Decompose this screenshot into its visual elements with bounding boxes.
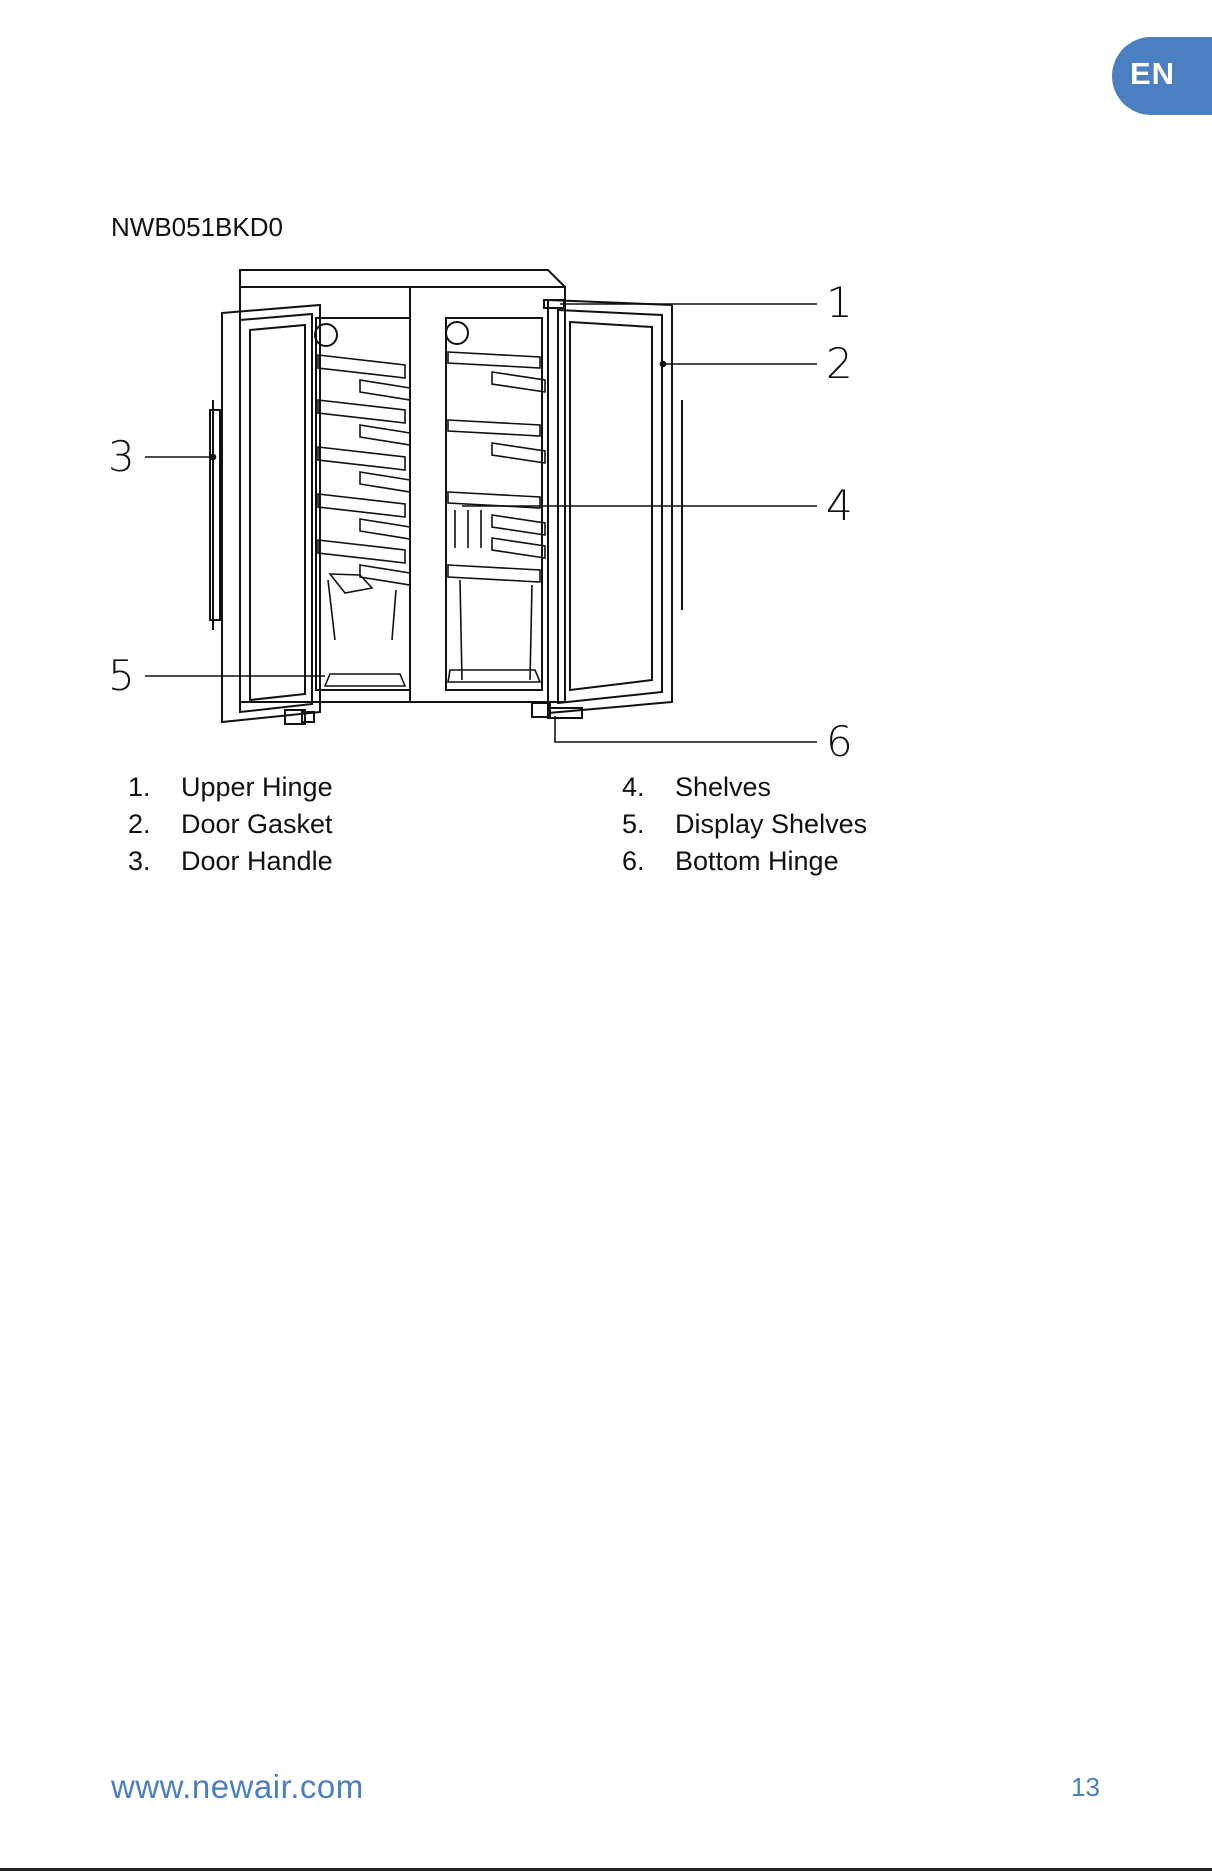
legend-number: 6. [622,846,645,877]
callout-5: 5 [108,651,135,700]
legend-label: Shelves [675,772,771,803]
legend-label: Door Gasket [181,809,333,840]
page-number: 13 [1071,1772,1100,1803]
wine-cooler-diagram [0,0,1212,780]
legend-label: Bottom Hinge [675,846,839,877]
legend-number: 2. [128,809,151,840]
callout-3: 3 [108,432,135,481]
callout-6: 6 [826,717,853,766]
legend-number: 5. [622,809,645,840]
callout-4: 4 [826,481,853,530]
legend-number: 3. [128,846,151,877]
legend-label: Door Handle [181,846,333,877]
legend-label: Upper Hinge [181,772,333,803]
bottom-divider [0,1868,1212,1871]
right-wine-racks [448,352,545,682]
cabinet-body [240,270,565,702]
callout-1: 1 [826,278,853,327]
right-door [532,300,682,718]
legend-label: Display Shelves [675,809,867,840]
footer-website-link[interactable]: www.newair.com [111,1768,364,1806]
legend-number: 4. [622,772,645,803]
callout-2: 2 [826,339,853,388]
left-door [210,305,320,724]
legend-number: 1. [128,772,151,803]
left-wine-racks [318,355,410,686]
